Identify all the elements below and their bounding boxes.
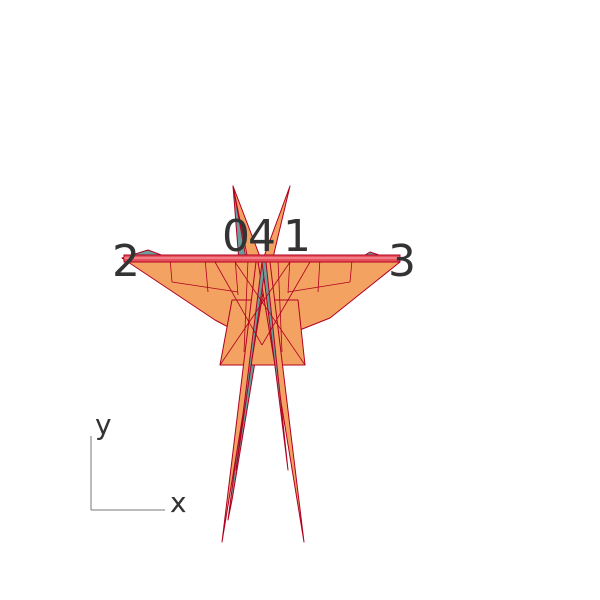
edge	[219, 261, 291, 366]
edge	[204, 257, 209, 293]
x-axis-label: x	[170, 486, 187, 519]
node-labels: 0 4 1 2 3	[112, 211, 416, 287]
node-label-0: 0	[222, 211, 250, 262]
edge	[243, 259, 249, 353]
edge	[287, 257, 291, 294]
edge	[234, 261, 306, 366]
node-label-1: 1	[283, 211, 311, 262]
edge	[317, 257, 321, 293]
edge	[261, 261, 311, 346]
node-label-4: 4	[248, 211, 276, 262]
edge	[214, 261, 263, 346]
node-label-3: 3	[388, 236, 416, 287]
edge	[171, 281, 239, 293]
y-axis-label: y	[95, 408, 112, 441]
edge	[349, 259, 353, 283]
tail-block	[219, 299, 306, 366]
edge	[277, 259, 283, 353]
mesh-edges	[169, 257, 353, 366]
edge	[234, 257, 239, 296]
axis-indicator: y x	[90, 408, 187, 519]
edge	[287, 281, 351, 293]
node-label-2: 2	[112, 236, 140, 287]
top-beam	[123, 254, 401, 263]
